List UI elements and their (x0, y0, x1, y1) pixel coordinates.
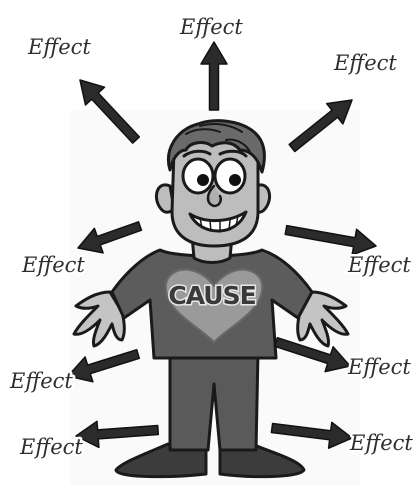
effect-label: Effect (9, 369, 73, 393)
effect-label: Effect (27, 35, 91, 59)
effect-label: Effect (179, 15, 243, 39)
effect-label: Effect (347, 253, 411, 277)
effect-label: Effect (347, 355, 411, 379)
right-eye (215, 159, 245, 193)
left-pupil (197, 174, 209, 186)
effect-label: Effect (21, 253, 85, 277)
left-eye (183, 159, 213, 193)
cause-label: CAUSE (168, 281, 255, 310)
effect-label: Effect (19, 435, 83, 459)
right-pupil (229, 174, 241, 186)
effect-label: Effect (349, 431, 413, 455)
effect-label: Effect (333, 51, 397, 75)
